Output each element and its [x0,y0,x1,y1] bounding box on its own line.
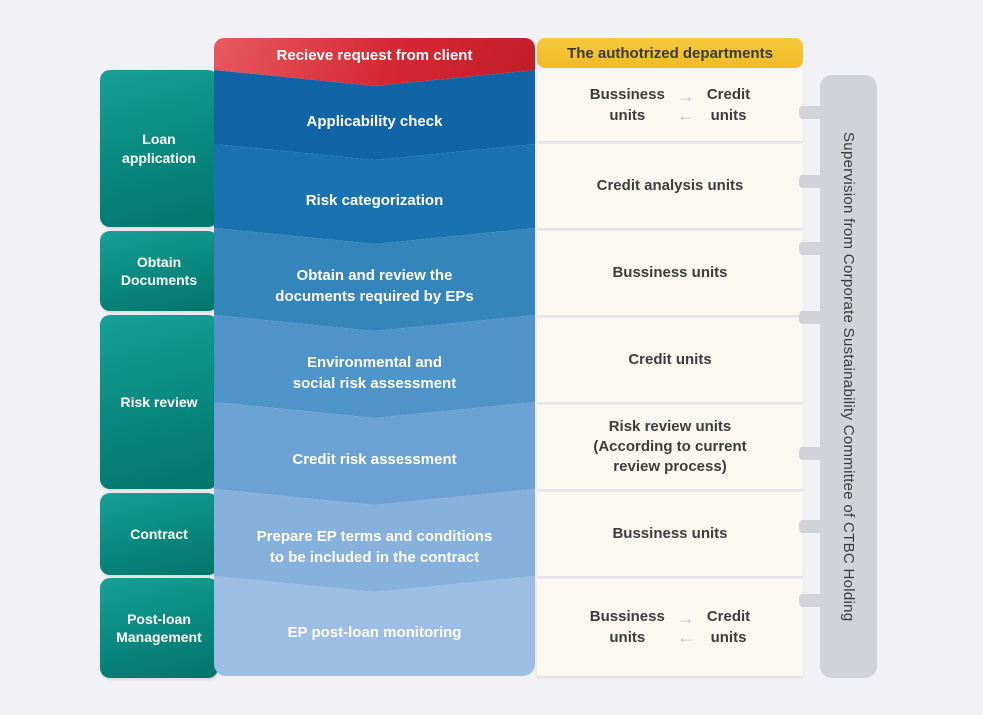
connector-tab [799,311,825,324]
supervision-bar: Supervision from Corporate Sustainabilit… [820,75,877,678]
step-environmental-social-risk: Environmental and social risk assessment [214,315,535,418]
department-card: Risk review units (According to current … [537,405,803,489]
department-card: Bussiness units → ← Credit units [537,70,803,141]
step-prepare-ep-terms: Prepare EP terms and conditions to be in… [214,489,535,592]
department-card: Credit analysis units [537,144,803,228]
business-units-label: Bussiness units [589,86,665,124]
exchange-arrows: → ← [677,87,695,124]
connector-tab [799,175,825,188]
exchange-arrows: → ← [677,609,695,646]
arrow-left-icon: ← [676,627,695,647]
stage-risk-review: Risk review [100,315,218,489]
connector-tab [799,447,825,460]
step-ep-post-loan-monitoring: EP post-loan monitoring [214,576,535,676]
connector-tab [799,594,825,607]
step-risk-categorization: Risk categorization [214,144,535,244]
supervision-bar-label: Supervision from Corporate Sustainabilit… [840,131,857,622]
stage-post-loan-management: Post-loan Management [100,578,218,678]
step-obtain-review-documents: Obtain and review the documents required… [214,228,535,331]
stage-loan-application: Loan application [100,70,218,227]
arrow-right-icon: → [676,86,695,106]
stage-obtain-documents: Obtain Documents [100,231,218,311]
connector-tab [799,106,825,119]
arrow-right-icon: → [676,608,695,628]
connector-tab [799,520,825,533]
business-units-label: Bussiness units [589,608,665,646]
credit-units-label: Credit units [706,86,751,124]
department-card: Bussiness units [537,231,803,315]
department-card: Bussiness units → ← Credit units [537,579,803,676]
connector-tab [799,242,825,255]
credit-units-label: Credit units [706,608,751,646]
stage-contract: Contract [100,493,218,575]
department-card: Bussiness units [537,492,803,576]
departments-header: The authotrized departments [537,38,803,68]
step-credit-risk-assessment: Credit risk assessment [214,402,535,505]
arrow-left-icon: ← [676,105,695,125]
department-card: Credit units [537,318,803,402]
